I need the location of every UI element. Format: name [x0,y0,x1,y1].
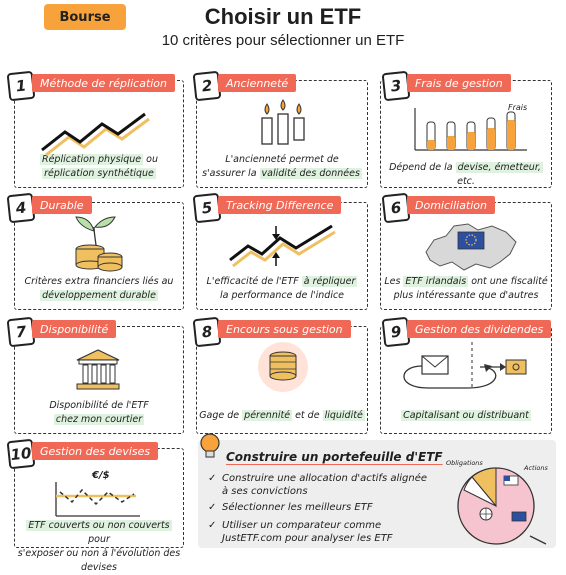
portfolio-list: ✓ Construire une allocation d'actifs ali… [208,472,434,545]
criterion-label: Frais de gestion [407,74,511,92]
criterion-label: Méthode de réplication [32,74,176,92]
card-caption: Les ETF irlandais ont une fiscalité plus… [384,276,548,301]
criterion-label: Gestion des dividendes [407,320,552,338]
currency-chart-icon [55,482,140,517]
portfolio-item: ✓ Utiliser un comparateur comme JustETF.… [208,520,393,544]
criterion-label: Domiciliation [407,196,495,214]
card-caption: Réplication physique ou réplication synt… [39,154,159,179]
page-title: Choisir un ETF [204,4,362,29]
candles-icon [261,99,305,145]
allocation-pie-icon [457,467,547,545]
card-caption: Dépend de la devise, émetteur, etc. [389,162,543,187]
card-caption: Disponibilité de l'ETF chez mon courtier [49,400,149,425]
check-icon: ✓ [208,473,217,484]
card-caption: L'efficacité de l'ETF à répliquer la per… [206,276,358,301]
criterion-card-durable: Critères extra financiers liés au dévelo… [14,202,184,310]
card-caption: Critères extra financiers liés au dévelo… [24,276,174,301]
coins-stack-icon [258,342,308,392]
pie-label-actions: Actions [524,464,548,472]
pie-label-obligations: Obligations [446,459,483,467]
check-icon: ✓ [208,502,217,513]
tracking-chart-icon [229,224,336,268]
portfolio-title: Construire un portefeuille d'ETF [226,450,443,464]
criterion-label: Gestion des devises [32,442,159,460]
europe-map-icon [425,223,517,271]
card-caption: Capitalisant ou distribuant [401,410,531,421]
card-caption: Gage de pérennité et de liquidité [199,410,365,421]
criterion-label: Durable [32,196,92,214]
bank-building-icon [76,349,120,390]
dividend-flow-icon [403,342,527,390]
page-subtitle: 10 critères pour sélectionner un ETF [161,32,405,49]
lightbulb-icon [200,433,220,458]
plant-coins-icon [75,216,123,272]
check-icon: ✓ [208,520,217,531]
card-caption: L'ancienneté permet de s'assurer la vali… [202,154,362,179]
criterion-label: Encours sous gestion [218,320,351,338]
replication-line-chart-icon [41,112,150,157]
fees-tubes-icon [414,108,527,151]
currency-chart-label: €/$ [92,470,110,481]
fees-chart-label: Frais [508,103,528,112]
portfolio-item: ✓ Sélectionner les meilleurs ETF [208,502,373,513]
category-badge: Bourse [44,4,126,30]
card-caption: ETF couverts ou non couverts pour s'expo… [17,520,181,573]
criterion-label: Disponibilité [32,320,117,338]
criterion-label: Tracking Difference [218,196,342,214]
portfolio-item: ✓ Construire une allocation d'actifs ali… [208,473,428,497]
criterion-label: Ancienneté [218,74,297,92]
